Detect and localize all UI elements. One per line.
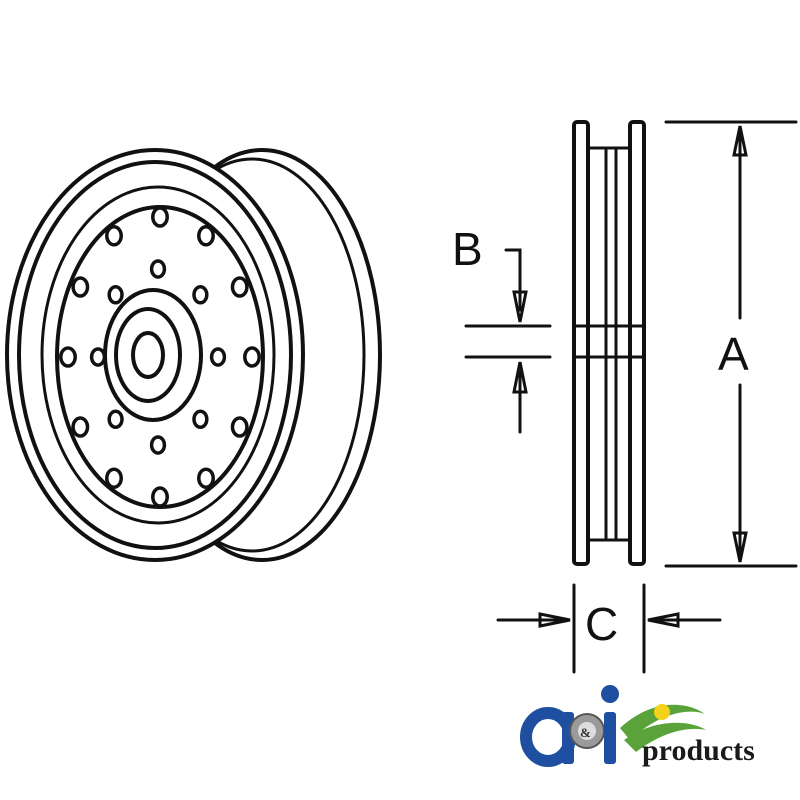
pulley-front-rim-inner — [17, 160, 293, 550]
dimension-c-arrow-left — [647, 612, 680, 628]
dimension-a-label: A — [718, 328, 749, 380]
svg-text:&: & — [580, 725, 591, 740]
bolt-hole-outer — [230, 276, 249, 298]
pulley-bolt-holes — [59, 206, 261, 508]
bolt-hole-outer — [151, 486, 169, 508]
side-flange-right — [628, 120, 646, 566]
dimension-b-arrow-down — [512, 290, 528, 323]
bolt-hole-inner — [107, 285, 124, 305]
bolt-hole-inner — [192, 285, 209, 305]
logo-letter-i-icon — [601, 685, 619, 764]
bolt-hole-outer — [197, 467, 215, 489]
bolt-hole-outer — [59, 346, 77, 368]
bolt-hole-outer — [105, 467, 123, 489]
bolt-hole-outer — [243, 346, 261, 368]
bolt-hole-inner — [209, 347, 227, 367]
side-flange-left — [572, 120, 590, 566]
pulley-perspective-view — [5, 148, 382, 562]
dimension-a-arrow-up — [732, 125, 748, 157]
logo-letter-a-icon — [520, 707, 576, 767]
bolt-hole-outer — [230, 416, 249, 438]
bolt-hole-outer — [71, 276, 90, 298]
logo-wordmark: products — [642, 734, 755, 767]
bolt-hole-outer — [197, 225, 215, 247]
pulley-web — [40, 185, 276, 525]
dimension-c-arrow-right — [538, 612, 571, 628]
dimension-b-leader-top — [504, 248, 522, 312]
dimension-b-label: B — [452, 223, 483, 275]
dimension-b: B — [452, 223, 552, 434]
bolt-hole-inner — [149, 259, 167, 279]
dimension-c: C — [496, 583, 722, 674]
pulley-front-rim — [5, 148, 305, 562]
ai-products-logo: & products — [520, 685, 755, 767]
dimension-c-label: C — [585, 598, 618, 650]
bolt-hole-inner — [107, 409, 124, 429]
dimension-a: A — [664, 120, 798, 568]
pulley-side-view — [572, 120, 646, 566]
bolt-hole-outer — [151, 206, 169, 228]
bolt-hole-inner — [149, 435, 167, 455]
dimension-b-arrow-up — [512, 361, 528, 394]
bolt-hole-inner — [89, 347, 107, 367]
pulley-bearing-inner — [114, 307, 182, 403]
bolt-hole-outer — [105, 225, 123, 247]
bolt-hole-outer — [71, 416, 90, 438]
dimension-a-arrow-down — [732, 531, 748, 563]
bolt-hole-inner — [192, 409, 209, 429]
logo-field-icon — [620, 704, 706, 752]
logo-gear-icon: & — [569, 713, 605, 749]
pulley-bore — [131, 331, 165, 379]
